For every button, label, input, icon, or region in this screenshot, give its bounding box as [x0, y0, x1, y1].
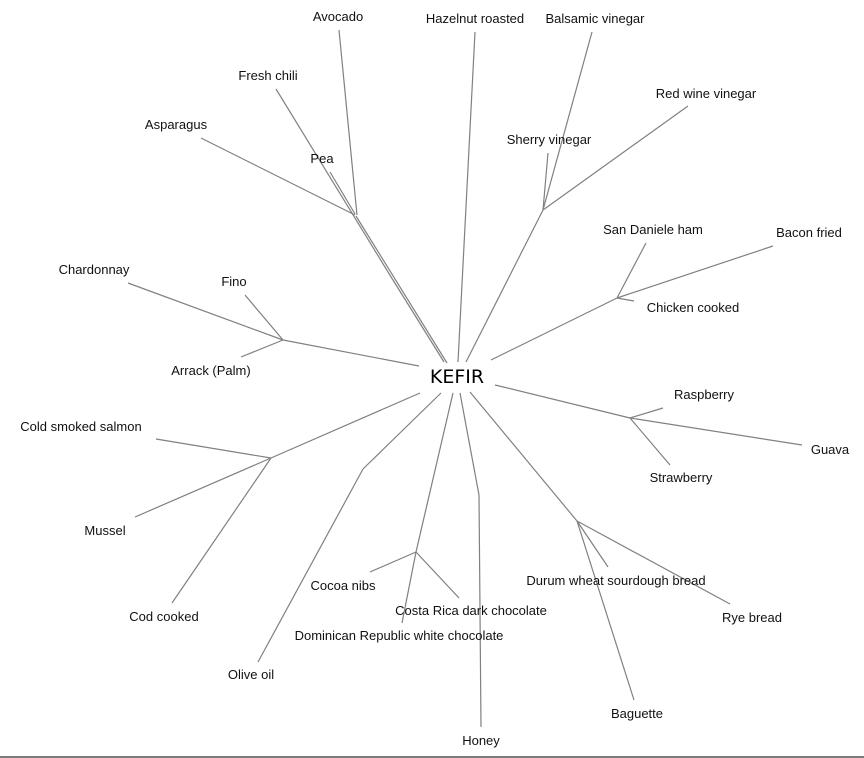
edge-root-breads	[469, 391, 578, 522]
edge-fresh-chili	[275, 88, 389, 273]
leaf-label[interactable]: Asparagus	[145, 117, 208, 132]
edge-raspberry	[629, 407, 664, 419]
edge-cod	[171, 457, 272, 604]
leaf-label[interactable]: Cocoa nibs	[310, 578, 376, 593]
leaf-label[interactable]: Raspberry	[674, 387, 734, 402]
leaf-label[interactable]: Rye bread	[722, 610, 782, 625]
edge-hazelnut	[457, 31, 476, 363]
edge-root-vegetables	[355, 215, 448, 364]
leaf-label[interactable]: Durum wheat sourdough bread	[526, 573, 705, 588]
leaf-label[interactable]: Dominican Republic white chocolate	[295, 628, 504, 643]
root-node-label[interactable]: KEFIR	[430, 366, 484, 388]
bottom-border	[0, 756, 864, 758]
edge-durum	[576, 520, 609, 568]
edge-root-honey	[459, 392, 480, 496]
leaf-label[interactable]: Mussel	[84, 523, 125, 538]
leaf-label[interactable]: San Daniele ham	[603, 222, 703, 237]
edge-cocoa-nibs	[369, 551, 417, 573]
edge-avocado	[338, 29, 358, 216]
leaf-label[interactable]: Bacon fried	[776, 225, 842, 240]
leaf-label[interactable]: Cold smoked salmon	[20, 419, 141, 434]
edge-arrack	[240, 339, 284, 358]
edge-cold-smoked-salmon	[155, 438, 272, 459]
edge-baguette	[576, 520, 635, 701]
leaf-label[interactable]: Fino	[221, 274, 246, 289]
leaf-label[interactable]: Hazelnut roasted	[426, 11, 524, 26]
leaf-label[interactable]: Sherry vinegar	[507, 132, 592, 147]
edge-rye	[576, 520, 731, 605]
leaf-label[interactable]: Balsamic vinegar	[546, 11, 646, 26]
edge-chicken	[616, 297, 635, 302]
tree-labels: KEFIR Avocado Fresh chili Asparagus Pea …	[20, 9, 850, 748]
edge-root-fruits	[494, 384, 631, 419]
edge-root-chocolates	[415, 392, 454, 553]
edge-chardonnay	[127, 282, 284, 341]
edge-root-olive	[362, 392, 442, 470]
edge-sherry	[542, 152, 549, 211]
leaf-label[interactable]: Strawberry	[650, 470, 713, 485]
leaf-label[interactable]: Guava	[811, 442, 850, 457]
edge-honey	[478, 494, 482, 728]
leaf-label[interactable]: Chicken cooked	[647, 300, 740, 315]
leaf-label[interactable]: Avocado	[313, 9, 363, 24]
edge-costa-rica	[415, 551, 460, 599]
edge-bacon	[616, 245, 774, 299]
leaf-label[interactable]: Baguette	[611, 706, 663, 721]
edge-dominican	[401, 551, 417, 624]
edge-pea	[329, 171, 356, 215]
edge-root-meats	[490, 297, 618, 361]
leaf-label[interactable]: Costa Rica dark chocolate	[395, 603, 547, 618]
edge-root-seafood	[270, 392, 421, 459]
leaf-label[interactable]: Arrack (Palm)	[171, 363, 250, 378]
edge-red-wine	[542, 105, 689, 211]
tree-edges	[127, 29, 803, 728]
edge-strawberry	[629, 417, 671, 466]
edge-root-vinegars	[465, 209, 544, 363]
leaf-label[interactable]: Olive oil	[228, 667, 274, 682]
leaf-label[interactable]: Fresh chili	[238, 68, 297, 83]
edge-san-daniele	[616, 242, 647, 299]
leaf-label[interactable]: Honey	[462, 733, 500, 748]
edge-root-drinks	[282, 339, 420, 367]
leaf-label[interactable]: Pea	[310, 151, 334, 166]
edge-mussel	[134, 457, 272, 518]
edge-asparagus	[200, 137, 356, 216]
edge-guava	[629, 417, 803, 446]
leaf-label[interactable]: Cod cooked	[129, 609, 198, 624]
edge-balsamic	[542, 31, 593, 211]
leaf-label[interactable]: Chardonnay	[59, 262, 130, 277]
edge-root-vegetables-b	[387, 271, 445, 363]
leaf-label[interactable]: Red wine vinegar	[656, 86, 757, 101]
edge-olive-oil	[257, 468, 364, 663]
edge-fino	[244, 294, 284, 341]
